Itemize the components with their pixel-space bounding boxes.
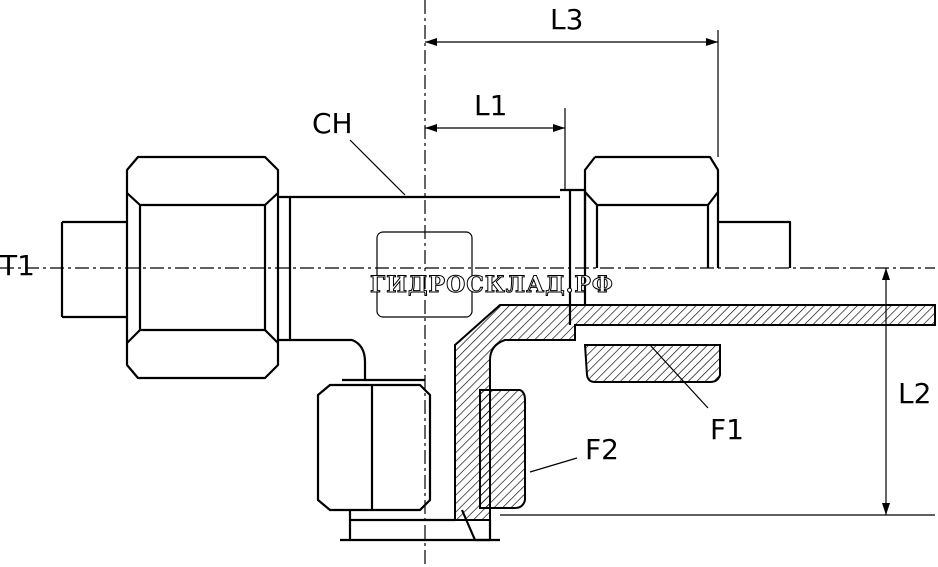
label-t1: T1 (0, 249, 35, 282)
right-nut (583, 155, 792, 268)
dimensions (349, 30, 935, 516)
label-f2: F2 (585, 433, 619, 466)
left-nut (60, 155, 292, 380)
dimension-label-l2: L2 (898, 377, 932, 410)
section-view (454, 304, 936, 542)
bottom-nut (316, 378, 500, 542)
label-ch: CH (312, 107, 353, 140)
dimension-label-l1: L1 (474, 89, 508, 122)
dimension-label-l3: L3 (550, 3, 584, 36)
watermark: ГИДРОСКЛАД.РФ (370, 272, 614, 299)
label-f1: F1 (710, 413, 744, 446)
